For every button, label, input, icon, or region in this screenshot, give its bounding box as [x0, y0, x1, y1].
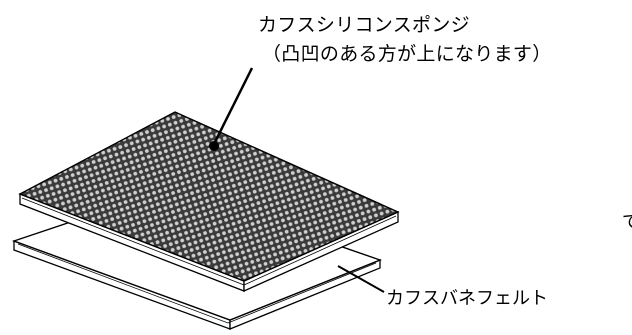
sponge-leader	[209, 67, 254, 151]
sponge-layer	[18, 111, 400, 293]
sponge-orientation-note: （凸凹のある方が上になります）	[262, 43, 552, 65]
sponge-leader-dot	[209, 141, 219, 151]
felt-inner-line	[17, 243, 377, 324]
cropped-text-fragment: で	[622, 212, 632, 233]
sponge-label: カフスシリコンスポンジ	[258, 14, 470, 36]
felt-label: カフスバネフェルト	[386, 288, 548, 309]
felt-leader	[337, 265, 385, 293]
sponge-top-face	[18, 111, 400, 282]
